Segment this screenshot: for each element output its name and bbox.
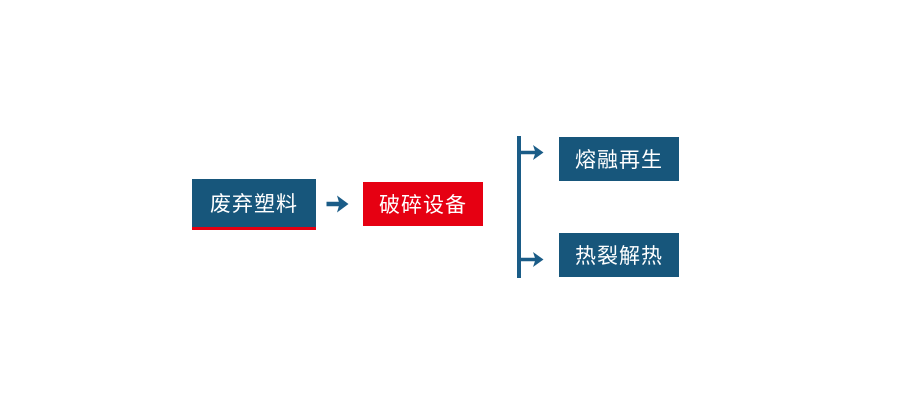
node-crushing-equipment-label: 破碎设备 (379, 194, 467, 217)
branch-right-arrow-top-icon (519, 145, 544, 160)
node-pyrolysis-heat: 热裂解热 (559, 233, 679, 277)
node-pyrolysis-heat-label: 热裂解热 (575, 245, 663, 268)
node-melt-regeneration-label: 熔融再生 (575, 149, 663, 172)
node-melt-regeneration: 熔融再生 (559, 137, 679, 181)
right-arrow-icon (326, 195, 349, 213)
node-waste-plastic-label: 废弃塑料 (210, 193, 298, 216)
node-waste-plastic: 废弃塑料 (192, 179, 316, 230)
node-crushing-equipment: 破碎设备 (363, 182, 483, 226)
branch-right-arrow-bottom-icon (519, 252, 544, 267)
